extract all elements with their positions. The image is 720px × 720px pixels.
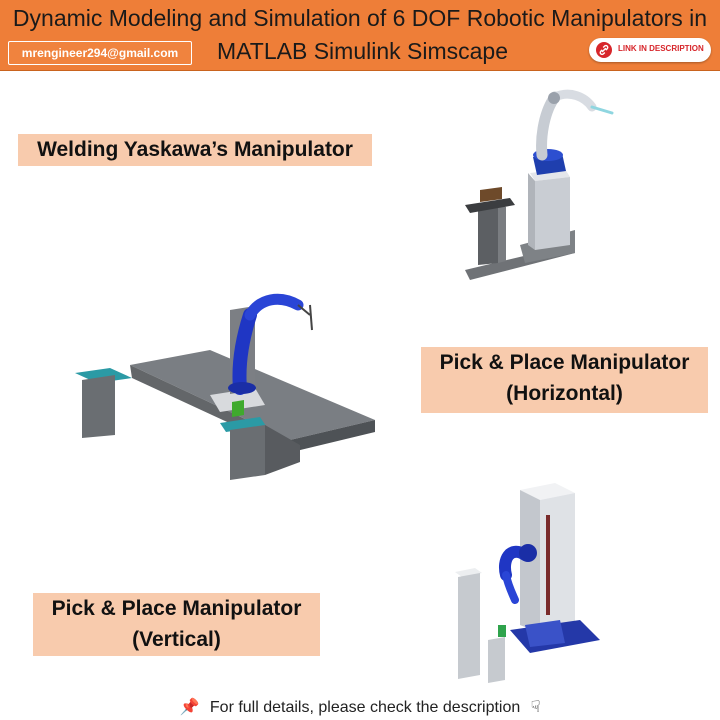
pointing-hand-icon: ☟ <box>530 699 541 716</box>
link-in-description-label: LINK IN DESCRIPTION <box>618 44 704 53</box>
footer-text: For full details, please check the descr… <box>209 699 521 716</box>
page-title-line2: MATLAB Simulink Simscape <box>217 38 508 64</box>
horizontal-label-line1: Pick & Place Manipulator <box>439 351 690 374</box>
footer-note: 📌 For full details, please check the des… <box>0 695 720 720</box>
vertical-label-line1: Pick & Place Manipulator <box>51 597 302 620</box>
vertical-label-line2: (Vertical) <box>132 628 221 651</box>
horizontal-label-line2: (Horizontal) <box>506 382 623 405</box>
email-badge: mrengineer294@gmail.com <box>8 41 192 65</box>
vertical-section-label: Pick & Place Manipulator (Vertical) <box>33 593 320 656</box>
welding-label-text: Welding Yaskawa’s Manipulator <box>37 138 353 161</box>
link-in-description-button[interactable]: LINK IN DESCRIPTION <box>589 38 711 62</box>
welding-section-label: Welding Yaskawa’s Manipulator <box>18 134 372 166</box>
page-title-line1: Dynamic Modeling and Simulation of 6 DOF… <box>12 5 708 31</box>
welding-robot-image <box>330 85 710 295</box>
horizontal-pick-place-robot-image <box>60 270 390 490</box>
pin-icon: 📌 <box>179 699 200 716</box>
horizontal-section-label: Pick & Place Manipulator (Horizontal) <box>421 347 708 413</box>
vertical-pick-place-robot-image <box>440 475 610 690</box>
header-banner: Dynamic Modeling and Simulation of 6 DOF… <box>0 0 720 71</box>
link-icon <box>596 42 612 58</box>
